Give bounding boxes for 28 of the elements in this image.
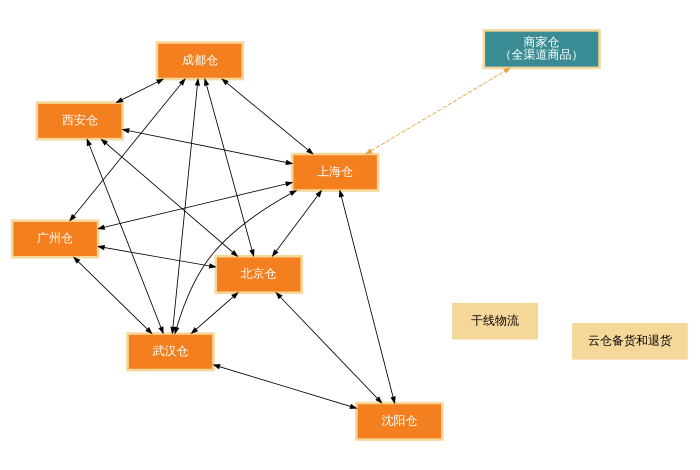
node-box: 商家仓 （全渠道商品） — [482, 29, 601, 70]
arrow — [275, 292, 382, 404]
node-box: 广州仓 — [10, 219, 100, 259]
arrow — [100, 138, 238, 257]
arrow — [115, 78, 164, 104]
node-box: 沈阳仓 — [355, 402, 444, 441]
arrow — [86, 138, 164, 334]
arrow — [97, 181, 294, 230]
arrow — [170, 78, 200, 334]
arrow — [190, 292, 239, 334]
arrow — [204, 78, 254, 258]
node-box: 北京仓 — [214, 254, 303, 294]
arrow — [174, 190, 298, 335]
arrow — [221, 78, 314, 155]
node-box: 武汉仓 — [126, 332, 215, 372]
arrow — [272, 190, 322, 258]
arrow — [73, 256, 153, 334]
arrow — [212, 364, 358, 409]
node-box: 西安仓 — [36, 101, 124, 140]
node-box: 上海仓 — [290, 152, 380, 192]
arrow — [338, 189, 396, 404]
arrow — [364, 67, 512, 155]
legend-label: 云仓备货和退货 — [588, 333, 672, 348]
arrow — [96, 244, 217, 268]
arrow — [122, 128, 294, 165]
node-box: 成都仓 — [156, 41, 244, 80]
legend-label: 干线物流 — [471, 313, 520, 328]
arrow — [69, 78, 186, 222]
